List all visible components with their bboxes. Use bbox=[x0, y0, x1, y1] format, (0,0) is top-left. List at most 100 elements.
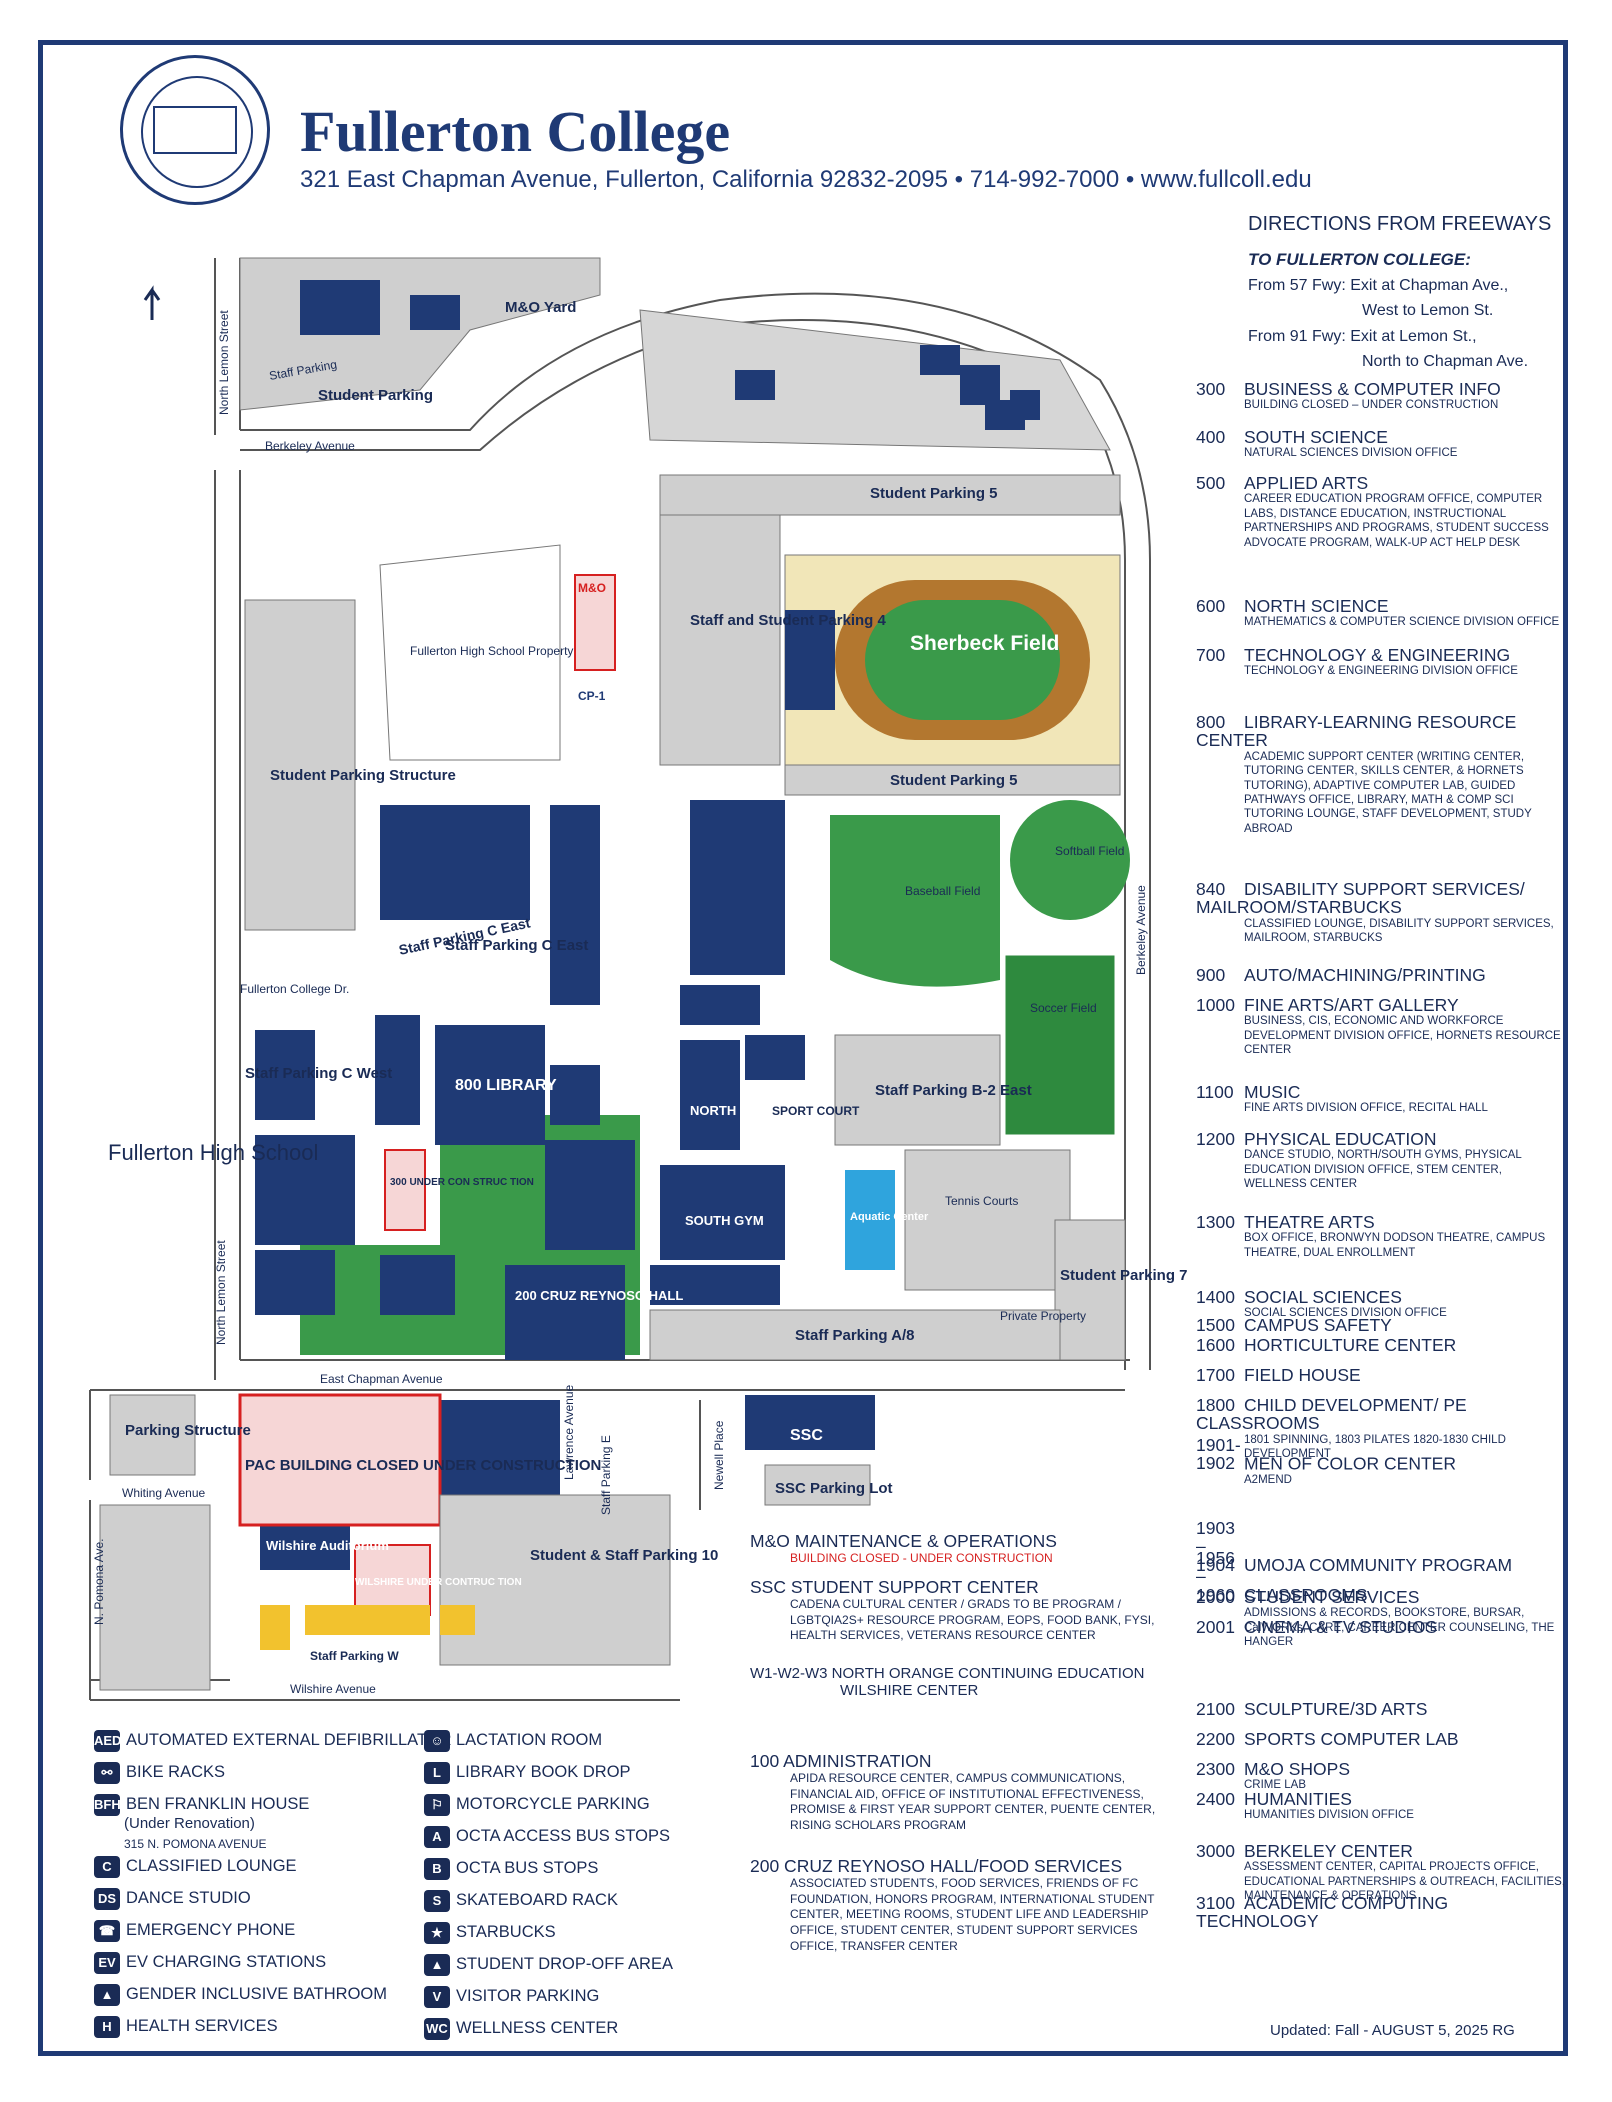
field-label: Sherbeck Field bbox=[910, 632, 1059, 655]
building-sub: ADMISSIONS & RECORDS, BOOKSTORE, BURSAR,… bbox=[1244, 1607, 1555, 1649]
legend-item: ⚐ MOTORCYCLE PARKING bbox=[424, 1792, 650, 1816]
building-number: 2200 bbox=[1196, 1729, 1235, 1749]
legend-item: ☎EMERGENCY PHONE bbox=[94, 1918, 295, 1942]
building-sub: MATHEMATICS & COMPUTER SCIENCE DIVISION … bbox=[1244, 616, 1560, 629]
legend-label: HEALTH SERVICES bbox=[126, 2017, 278, 2035]
b100-info: 100 ADMINISTRATION APIDA RESOURCE CENTER… bbox=[750, 1751, 1180, 1834]
building-number: 1600 bbox=[1196, 1335, 1235, 1355]
building-name: FIELD HOUSE bbox=[1244, 1365, 1361, 1385]
legend-label: VISITOR PARKING bbox=[456, 1987, 600, 2005]
building-name: MUSIC bbox=[1244, 1082, 1301, 1102]
legend-item: V VISITOR PARKING bbox=[424, 1984, 599, 2008]
motorcycle-parking-icon: ⚐ bbox=[424, 1793, 450, 1816]
building-number: 1100 bbox=[1196, 1082, 1234, 1102]
building-label: 200 CRUZ REYNOSO HALL bbox=[515, 1288, 683, 1303]
w-title2: WILSHIRE CENTER bbox=[840, 1681, 979, 1699]
street-label: Lawrence Avenue bbox=[562, 1384, 576, 1480]
building-sub: HUMANITIES DIVISION OFFICE bbox=[1244, 1809, 1414, 1822]
legend-label: BEN FRANKLIN HOUSE bbox=[126, 1795, 310, 1813]
field-label: Softball Field bbox=[1055, 844, 1124, 858]
wellness-center-icon: WC bbox=[424, 2017, 450, 2040]
directions-title: DIRECTIONS FROM FREEWAYS bbox=[1248, 213, 1552, 235]
legend-item: ⚯BIKE RACKS bbox=[94, 1760, 225, 1784]
legend-label: EMERGENCY PHONE bbox=[126, 1921, 296, 1939]
lot-label: Staff Parking W bbox=[310, 1649, 399, 1663]
building-number: 500 bbox=[1196, 473, 1226, 493]
lot-label: Staff Parking C East bbox=[445, 937, 588, 954]
building-sub: BOX OFFICE, BRONWYN DODSON THEATRE, CAMP… bbox=[1244, 1232, 1546, 1259]
building-name: UMOJA COMMUNITY PROGRAM bbox=[1244, 1554, 1513, 1575]
directions-line: From 91 Fwy: Exit at Lemon St., bbox=[1248, 328, 1477, 345]
directions-line: West to Lemon St. bbox=[1362, 302, 1494, 319]
lot-label: Staff Parking E bbox=[599, 1435, 613, 1515]
building-name: CAMPUS SAFETY bbox=[1244, 1315, 1392, 1335]
building-sub: A2MEND bbox=[1244, 1473, 1292, 1486]
building-number: 1000 bbox=[1196, 995, 1235, 1015]
dropoff-icon: ▲ bbox=[424, 1953, 450, 1976]
building-name: FINE ARTS/ART GALLERY bbox=[1244, 995, 1459, 1015]
lot-label: Student & Staff Parking 10 bbox=[530, 1547, 718, 1564]
b200-sub: ASSOCIATED STUDENTS, FOOD SERVICES, FRIE… bbox=[790, 1876, 1155, 1953]
building-sub: DANCE STUDIO, NORTH/SOUTH GYMS, PHYSICAL… bbox=[1244, 1149, 1522, 1191]
building-number: 2300 bbox=[1196, 1759, 1235, 1779]
visitor-parking-icon: V bbox=[424, 1985, 450, 2008]
legend-item: ▲GENDER INCLUSIVE BATHROOM bbox=[94, 1982, 387, 2006]
seal-inner-ring bbox=[141, 76, 253, 188]
building-number: 1956 – 1960 bbox=[1196, 1548, 1235, 1605]
building-sub: TECHNOLOGY & ENGINEERING DIVISION OFFICE bbox=[1244, 665, 1518, 678]
street-label: N. Pomona Ave. bbox=[92, 1539, 106, 1626]
bfh-sub1: (Under Renovation) bbox=[124, 1815, 255, 1832]
building-sub: SOCIAL SCIENCES DIVISION OFFICE bbox=[1244, 1307, 1447, 1320]
legend-label: DANCE STUDIO bbox=[126, 1889, 251, 1907]
building-number: 2100 bbox=[1196, 1699, 1235, 1719]
building-sub: ACADEMIC SUPPORT CENTER (WRITING CENTER,… bbox=[1244, 750, 1532, 835]
octa-access-icon: A bbox=[424, 1825, 450, 1848]
legend-label: EV CHARGING STATIONS bbox=[126, 1953, 327, 1971]
legend-item: ☺LACTATION ROOM bbox=[424, 1728, 602, 1752]
legend-label: STUDENT DROP-OFF AREA bbox=[456, 1955, 673, 1973]
legend-label: LIBRARY BOOK DROP bbox=[456, 1763, 631, 1781]
legend-label: CLASSIFIED LOUNGE bbox=[126, 1857, 297, 1875]
building-name: LIBRARY-LEARNING RESOURCE CENTER bbox=[1196, 712, 1517, 751]
b100-sub: APIDA RESOURCE CENTER, CAMPUS COMMUNICAT… bbox=[790, 1771, 1156, 1833]
building-sub: 1801 SPINNING, 1803 PILATES 1820-1830 CH… bbox=[1244, 1433, 1506, 1461]
building-number: 700 bbox=[1196, 645, 1226, 665]
building-sub: CLASSIFIED LOUNGE, DISABILITY SUPPORT SE… bbox=[1244, 917, 1554, 945]
mo-title: M&O MAINTENANCE & OPERATIONS bbox=[750, 1531, 1057, 1551]
legend-label: SKATEBOARD RACK bbox=[456, 1891, 618, 1909]
area-label: Fullerton High School Property bbox=[410, 644, 573, 658]
building-sub: ASSESSMENT CENTER, CAPITAL PROJECTS OFFI… bbox=[1244, 1861, 1565, 1903]
legend-label: MOTORCYCLE PARKING bbox=[456, 1795, 650, 1813]
building-label: CP-1 bbox=[578, 689, 606, 703]
bike-rack-icon: ⚯ bbox=[94, 1761, 120, 1784]
building-label: M&O bbox=[578, 581, 606, 595]
building-name: SCULPTURE/3D ARTS bbox=[1244, 1699, 1428, 1719]
building-name: SOCIAL SCIENCES bbox=[1244, 1287, 1402, 1307]
building-label: WILSHIRE UNDER CONTRUC TION bbox=[355, 1577, 522, 1588]
building-name: THEATRE ARTS bbox=[1244, 1212, 1375, 1232]
building-number: 900 bbox=[1196, 965, 1226, 985]
directions-line: From 57 Fwy: Exit at Chapman Ave., bbox=[1248, 277, 1509, 294]
building-number: 1700 bbox=[1196, 1365, 1235, 1385]
building-name: PHYSICAL EDUCATION bbox=[1244, 1129, 1437, 1149]
building-number: 3000 bbox=[1196, 1841, 1235, 1861]
